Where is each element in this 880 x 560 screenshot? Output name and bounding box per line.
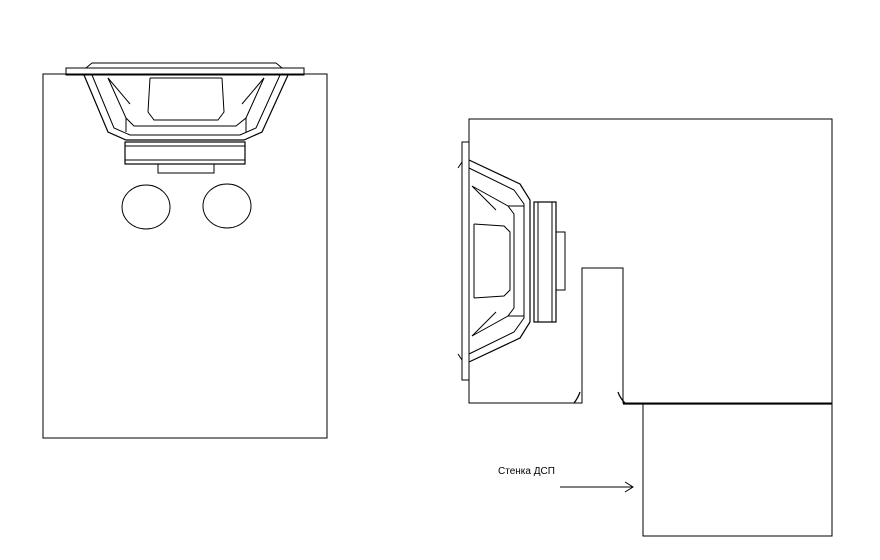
front-view-port-left	[121, 184, 171, 230]
side-view: Стенка ДСП	[457, 118, 833, 537]
wall-label: Стенка ДСП	[498, 466, 555, 477]
side-view-box-outline	[468, 118, 833, 404]
front-view-speaker-icon	[65, 62, 305, 174]
front-view-box-outline	[42, 73, 328, 439]
front-view-port-right	[202, 183, 252, 229]
side-view-speaker-icon	[457, 141, 566, 381]
wall-arrow-icon	[560, 481, 634, 493]
front-view	[42, 62, 328, 439]
side-view-lower-chamber	[642, 403, 833, 537]
